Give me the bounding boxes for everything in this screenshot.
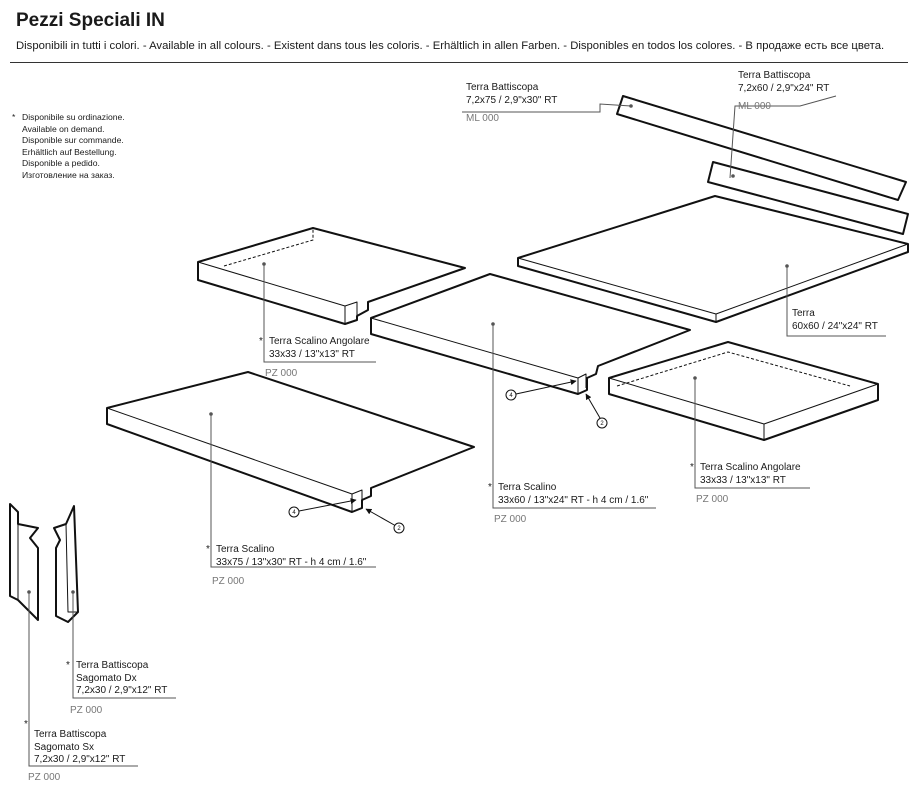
leader-scalino-33x60 <box>492 324 656 509</box>
label-terra-scalino-33x75: * Terra Scalino 33x75 / 13"x30" RT - h 4… <box>206 544 367 587</box>
note-line: Erhältlich auf Bestellung. <box>22 146 117 157</box>
availability-subtitle: Disponibili in tutti i colori. - Availab… <box>16 40 885 52</box>
leader-battiscopa-75 <box>462 103 632 113</box>
note-line: Disponible sur commande. <box>22 135 124 146</box>
label-terra-battiscopa-75: Terra Battiscopa 7,2x75 / 2,9"x30" RT ML… <box>466 82 558 124</box>
dimension-marker: 4 <box>509 393 513 399</box>
battiscopa-60-piece <box>707 161 909 235</box>
leader-terra-60x60 <box>786 266 886 337</box>
sagomato-dx-piece <box>53 505 79 623</box>
dimension-arrow-4-b <box>298 498 357 512</box>
terra-60x60-piece <box>517 195 909 323</box>
scalino-angolare-right-piece <box>608 341 879 441</box>
label-terra-scalino-angolare-left: * Terra Scalino Angolare 33x33 / 13"x13"… <box>259 336 370 379</box>
label-terra-60x60: Terra 60x60 / 24"x24" RT <box>792 308 878 332</box>
scalino-33x60-piece <box>370 273 691 395</box>
note-line: Disponible a pedido. <box>22 158 100 169</box>
leader-scalino-angolare-left <box>263 264 376 363</box>
note-line: Изготовление на заказ. <box>22 169 115 180</box>
leader-battiscopa-60 <box>729 95 837 179</box>
scalino-33x75-piece <box>106 371 475 513</box>
dimension-arrow-2-b <box>365 508 397 527</box>
scalino-angolare-left-piece <box>197 227 466 325</box>
dimension-arrow-2-a <box>585 393 601 419</box>
label-terra-battiscopa-sagomato-dx: * Terra Battiscopa Sagomato Dx 7,2x30 / … <box>66 660 168 716</box>
note-line: Available on demand. <box>22 123 105 134</box>
on-demand-note: * Disponibile su ordinazione. Available … <box>12 112 125 182</box>
label-terra-scalino-33x60: * Terra Scalino 33x60 / 13"x24" RT - h 4… <box>488 482 649 525</box>
dimension-marker: 4 <box>292 510 296 516</box>
label-terra-scalino-angolare-right: * Terra Scalino Angolare 33x33 / 13"x13"… <box>690 462 801 505</box>
sagomato-sx-piece <box>9 503 39 621</box>
dimension-marker: 2 <box>600 421 604 427</box>
note-star: * <box>12 112 16 122</box>
leader-scalino-33x75 <box>210 414 376 568</box>
leader-scalino-angolare-right <box>694 378 810 489</box>
leader-sagomato-dx <box>72 592 176 699</box>
label-terra-battiscopa-sagomato-sx: * Terra Battiscopa Sagomato Sx 7,2x30 / … <box>24 719 126 783</box>
page-title: Pezzi Speciali IN <box>16 10 165 31</box>
leader-sagomato-sx <box>28 592 138 767</box>
header-divider <box>10 62 908 63</box>
battiscopa-75-piece <box>616 95 907 201</box>
dimension-marker: 2 <box>397 526 401 532</box>
dimension-arrow-4-a <box>515 379 577 395</box>
label-terra-battiscopa-60: Terra Battiscopa 7,2x60 / 2,9"x24" RT ML… <box>738 70 830 112</box>
note-line: Disponibile su ordinazione. <box>22 112 125 122</box>
